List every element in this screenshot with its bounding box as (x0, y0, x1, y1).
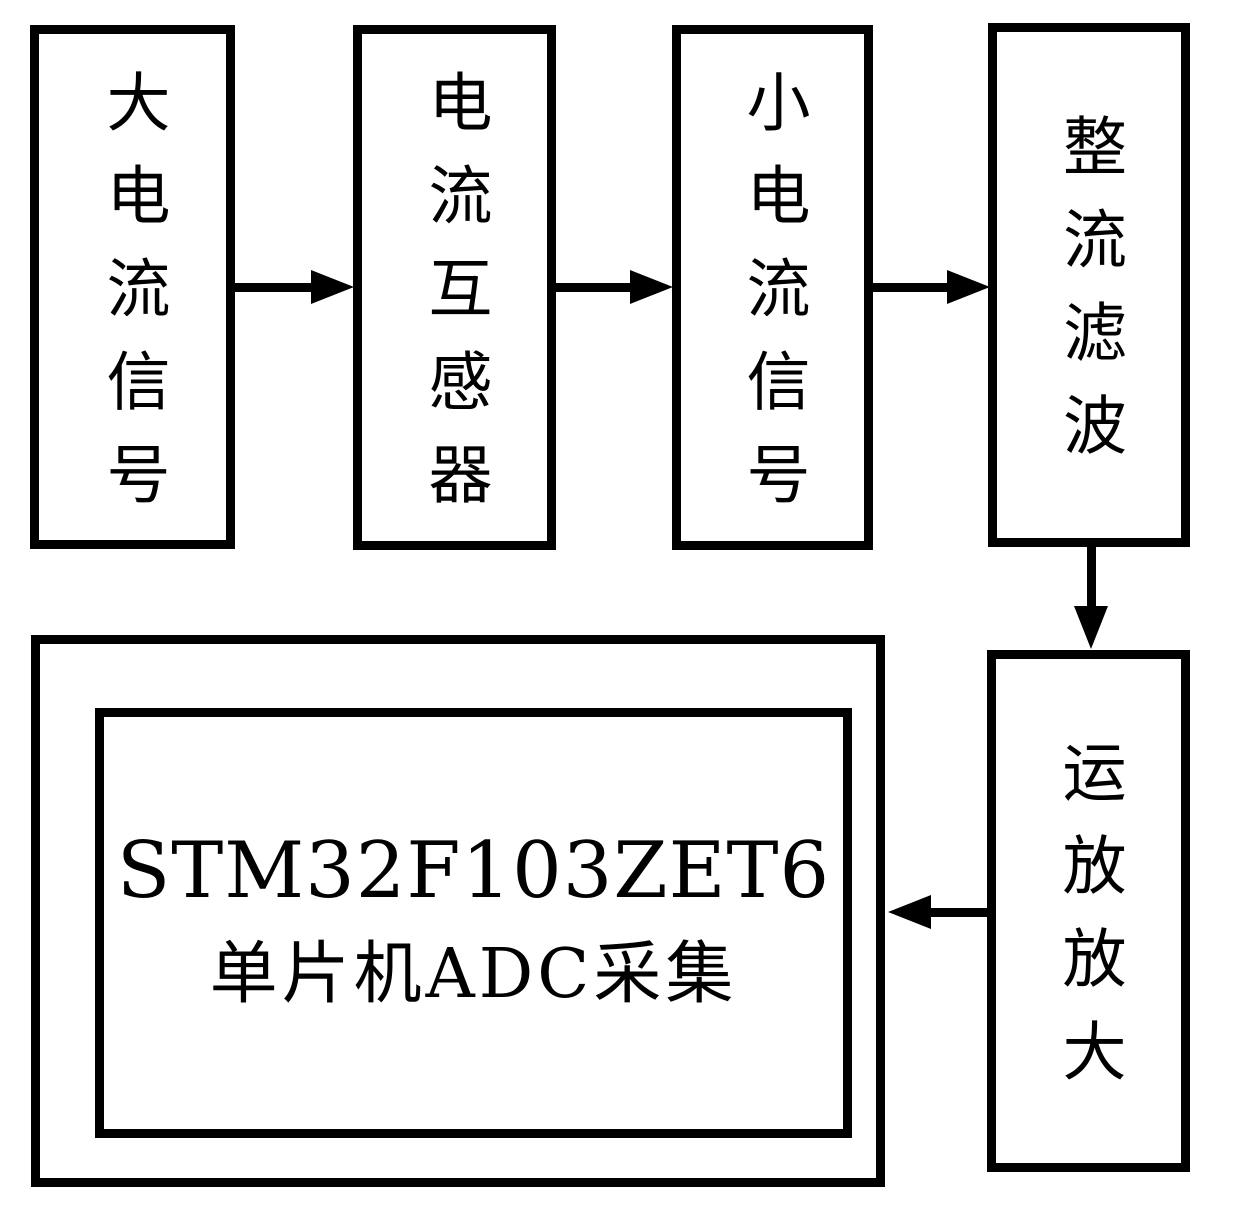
block-small-current-signal: 小电流信号 (672, 25, 873, 550)
block-large-current-signal: 大电流信号 (30, 25, 235, 549)
connector-opamp-to-mcu-line (928, 908, 987, 917)
block-current-transformer: 电流互感器 (353, 25, 556, 550)
mcu-adc-label: 单片机ADC采集 (209, 935, 738, 1014)
connector-large-to-transformer-line (235, 283, 315, 292)
block-opamp-amplifier: 运放放大 (987, 650, 1190, 1172)
mcu-model-label: STM32F103ZET6 (116, 826, 831, 916)
arrow-left-icon (888, 895, 931, 929)
connector-small-to-rectifier-line (873, 283, 951, 292)
block-small-current-signal-label: 小电流信号 (735, 69, 810, 534)
arrow-right-icon (311, 270, 354, 304)
connector-transformer-to-small-line (556, 283, 634, 292)
arrow-down-icon (1074, 606, 1108, 649)
connector-rectifier-to-opamp-line (1087, 547, 1096, 609)
block-rectifier-filter: 整流滤波 (988, 23, 1190, 547)
block-rectifier-filter-label: 整流滤波 (1052, 113, 1126, 485)
arrow-right-icon (630, 270, 673, 304)
block-current-transformer-label: 电流互感器 (417, 69, 492, 534)
block-mcu-adc: STM32F103ZET6 单片机ADC采集 (95, 708, 852, 1138)
block-large-current-signal-label: 大电流信号 (95, 68, 170, 534)
arrow-right-icon (947, 270, 990, 304)
block-opamp-amplifier-label: 运放放大 (1051, 739, 1126, 1111)
